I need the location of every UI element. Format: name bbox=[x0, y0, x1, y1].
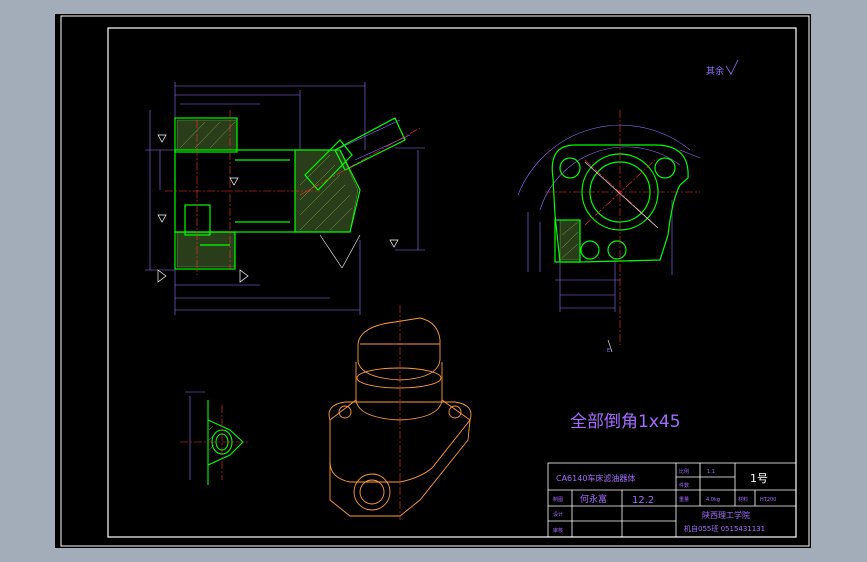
inner-frame bbox=[107, 27, 797, 538]
outer-frame bbox=[60, 15, 810, 547]
school-name: 陕西理工学院 bbox=[702, 510, 750, 520]
svg-text:比例: 比例 bbox=[679, 468, 689, 475]
svg-text:设计: 设计 bbox=[553, 511, 563, 518]
part-name: CA6140车床滤油器体 bbox=[556, 473, 635, 483]
svg-text:审核: 审核 bbox=[553, 527, 563, 534]
svg-text:1:1: 1:1 bbox=[707, 469, 715, 475]
svg-text:4.0kg: 4.0kg bbox=[706, 497, 720, 503]
date-value: 12.2 bbox=[632, 495, 654, 506]
side-view: E bbox=[517, 110, 701, 354]
svg-text:件数: 件数 bbox=[679, 482, 689, 489]
svg-text:制图: 制图 bbox=[553, 496, 563, 503]
title-block: CA6140车床滤油器体 比例 1:1 件数 1号 制图 何永富 12.2 重量… bbox=[547, 462, 797, 538]
surface-finish-mark: 其余 bbox=[706, 59, 739, 77]
sheet-background bbox=[55, 14, 811, 548]
detail-view bbox=[180, 391, 250, 485]
sheet-number: 1号 bbox=[750, 472, 768, 485]
svg-text:重量: 重量 bbox=[679, 496, 689, 503]
drawer-name: 何永富 bbox=[580, 493, 607, 505]
svg-text:HT200: HT200 bbox=[760, 497, 776, 503]
svg-text:材料: 材料 bbox=[738, 496, 748, 503]
view-label-e: E bbox=[607, 348, 610, 354]
class-info: 机自055班 0515431131 bbox=[684, 524, 765, 533]
svg-text:其余: 其余 bbox=[706, 65, 724, 77]
chamfer-note: 全部倒角1x45 bbox=[570, 412, 681, 432]
main-section-view bbox=[145, 82, 425, 315]
